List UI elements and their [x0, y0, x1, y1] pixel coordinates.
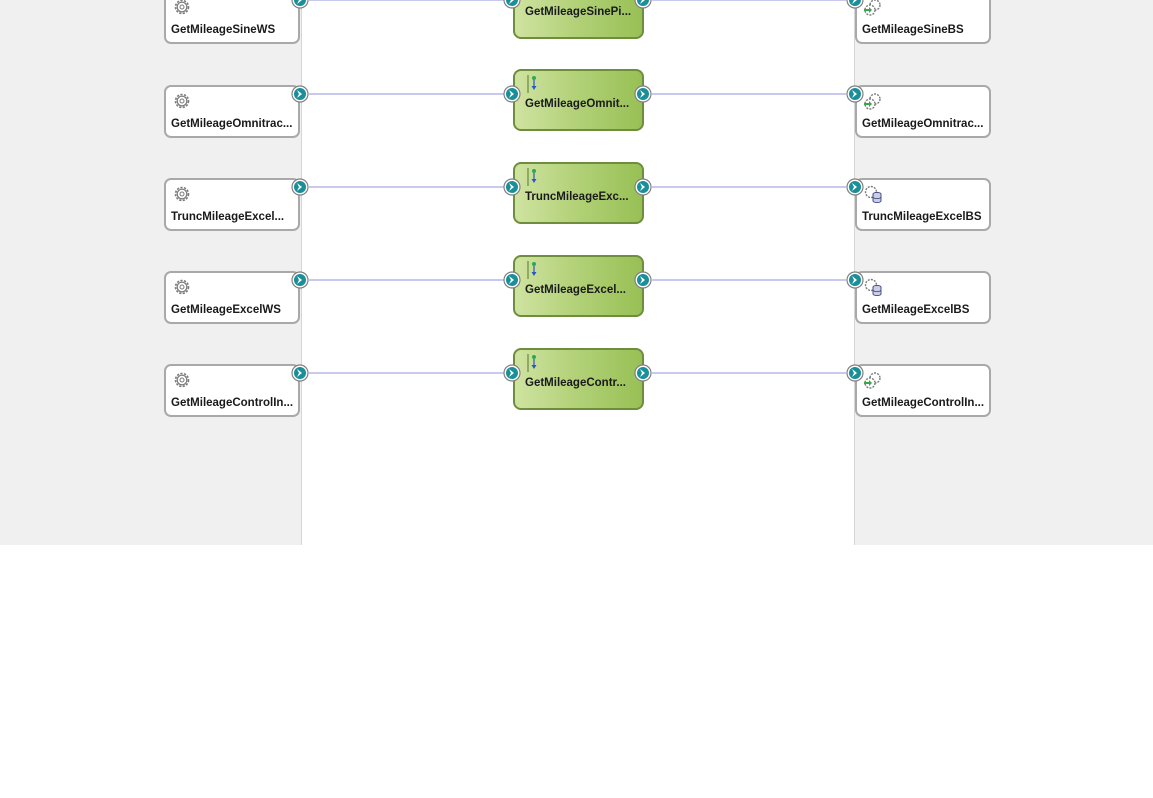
pipeline[interactable]: TruncMileageExc...	[513, 162, 644, 224]
gears-database-icon	[864, 185, 882, 204]
proxy-service-label: GetMileageOmnitrac...	[171, 118, 293, 130]
gear-icon	[174, 372, 190, 388]
service-row: GetMileageSineWS GetMileageSinePi... Get…	[0, 0, 1153, 54]
proxy-service-label: GetMileageControlIn...	[171, 397, 294, 409]
business-service[interactable]: GetMileageExcelBS	[855, 271, 991, 324]
gears-database-icon	[864, 278, 882, 297]
service-row: GetMileageControlIn... GetMileageContr..…	[0, 0, 1153, 417]
business-service-label: GetMileageSineBS	[862, 24, 964, 36]
proxy-service[interactable]: GetMileageOmnitrac...	[164, 85, 300, 138]
pipeline-label: GetMileageSinePi...	[525, 6, 632, 18]
proxy-service[interactable]: GetMileageExcelWS	[164, 271, 300, 324]
gear-icon	[174, 186, 190, 202]
gear-icon	[174, 279, 190, 295]
business-service[interactable]: GetMileageSineBS	[855, 0, 991, 44]
business-service-label: GetMileageExcelBS	[862, 304, 970, 316]
proxy-service-label: TruncMileageExcel...	[171, 211, 285, 223]
proxy-service-label: GetMileageExcelWS	[171, 304, 281, 316]
pipeline-label: GetMileageExcel...	[525, 284, 626, 296]
proxy-service[interactable]: GetMileageSineWS	[164, 0, 300, 44]
pipeline[interactable]: GetMileageExcel...	[513, 255, 644, 317]
gear-icon	[174, 93, 190, 109]
pipeline-label: TruncMileageExc...	[525, 191, 629, 203]
gears-arrow-icon	[864, 93, 881, 110]
pipeline-flow-icon	[527, 261, 537, 279]
pipeline[interactable]: GetMileageContr...	[513, 348, 644, 410]
business-service[interactable]: TruncMileageExcelBS	[855, 178, 991, 231]
proxy-service[interactable]: GetMileageControlIn...	[164, 364, 300, 417]
pipeline[interactable]: GetMileageSinePi...	[513, 0, 644, 39]
composite-canvas: GetMileageSineWS GetMileageSinePi... Get…	[0, 0, 1153, 545]
pipeline-label: GetMileageContr...	[525, 377, 626, 389]
pipeline-flow-icon	[527, 354, 537, 372]
business-service-label: GetMileageControlIn...	[862, 397, 985, 409]
business-service-label: GetMileageOmnitrac...	[862, 118, 984, 130]
pipeline[interactable]: GetMileageOmnit...	[513, 69, 644, 131]
gears-arrow-icon	[864, 0, 881, 16]
gears-arrow-icon	[864, 372, 881, 389]
pipeline-flow-icon	[527, 168, 537, 186]
proxy-service-label: GetMileageSineWS	[171, 24, 276, 36]
business-service-label: TruncMileageExcelBS	[862, 211, 982, 223]
pipeline-label: GetMileageOmnit...	[525, 98, 630, 110]
gear-icon	[174, 0, 190, 15]
proxy-service[interactable]: TruncMileageExcel...	[164, 178, 300, 231]
business-service[interactable]: GetMileageControlIn...	[855, 364, 991, 417]
business-service[interactable]: GetMileageOmnitrac...	[855, 85, 991, 138]
service-row: GetMileageExcelWS GetMileageExcel... Get…	[0, 0, 1153, 324]
service-row: GetMileageOmnitrac... GetMileageOmnit...…	[0, 0, 1153, 138]
pipeline-flow-icon	[527, 75, 537, 93]
